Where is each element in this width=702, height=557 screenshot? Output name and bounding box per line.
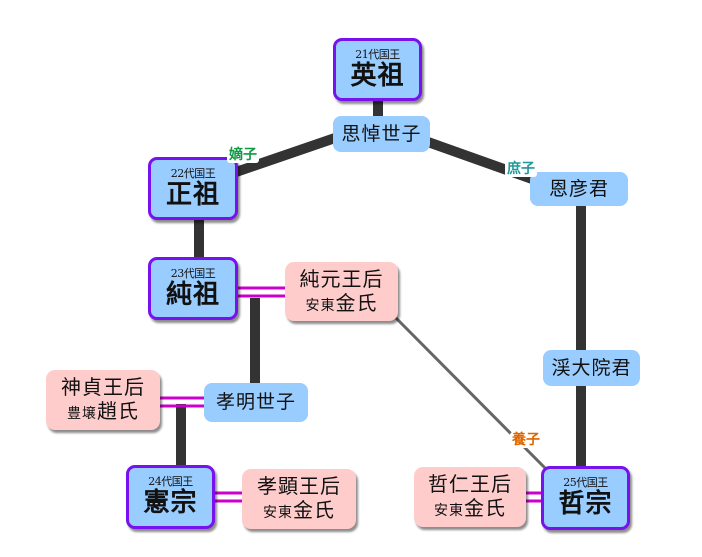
node-sado[interactable]: 思悼世子 bbox=[333, 116, 430, 152]
prince-name: 渓大院君 bbox=[551, 357, 632, 379]
marriage-line-heonjong-hyohyeon bbox=[214, 491, 243, 503]
edge-label-illegitimate: 庶子 bbox=[505, 161, 537, 177]
descent-line-sado-jeongjo bbox=[234, 133, 337, 177]
node-heonjong[interactable]: 24代国王 憲宗 bbox=[126, 465, 215, 529]
node-sunjo[interactable]: 23代国王 純祖 bbox=[148, 257, 238, 320]
queen-clan: 安東金氏 bbox=[285, 291, 398, 318]
edge-label-adopted: 養子 bbox=[510, 432, 542, 448]
prince-name: 恩彦君 bbox=[548, 178, 609, 200]
queen-clan: 安東金氏 bbox=[414, 496, 526, 523]
queen-clan: 安東金氏 bbox=[242, 498, 356, 525]
node-sunwon[interactable]: 純元王后 安東金氏 bbox=[285, 262, 398, 321]
prince-name: 孝明世子 bbox=[215, 391, 296, 413]
prince-name: 思悼世子 bbox=[341, 123, 422, 145]
edge-label-legitimate: 嫡子 bbox=[227, 147, 259, 163]
king-name: 哲宗 bbox=[558, 489, 613, 519]
node-hyohyeon[interactable]: 孝顕王后 安東金氏 bbox=[242, 469, 356, 529]
queen-title: 哲仁王后 bbox=[428, 472, 512, 496]
node-cheorin[interactable]: 哲仁王后 安東金氏 bbox=[414, 467, 526, 527]
clan-name: 金氏 bbox=[293, 498, 335, 522]
generation-label: 24代国王 bbox=[148, 475, 193, 488]
generation-label: 25代国王 bbox=[563, 476, 608, 489]
node-euneongun[interactable]: 恩彦君 bbox=[530, 172, 628, 206]
node-hyomyeong[interactable]: 孝明世子 bbox=[204, 383, 308, 422]
clan-origin: 安東 bbox=[434, 503, 464, 519]
generation-label: 22代国王 bbox=[170, 167, 216, 180]
king-name: 英祖 bbox=[350, 61, 405, 91]
clan-name: 趙氏 bbox=[97, 399, 139, 423]
node-jeondaewongun[interactable]: 渓大院君 bbox=[543, 350, 640, 386]
node-yeongjo[interactable]: 21代国王 英祖 bbox=[333, 38, 422, 101]
clan-origin: 安東 bbox=[305, 298, 336, 314]
node-cheoljong[interactable]: 25代国王 哲宗 bbox=[541, 466, 630, 530]
clan-name: 金氏 bbox=[464, 496, 506, 520]
queen-title: 神貞王后 bbox=[61, 375, 145, 399]
king-name: 正祖 bbox=[165, 180, 220, 210]
marriage-line-cheorin-cheoljong bbox=[525, 491, 543, 503]
queen-clan: 豊壌趙氏 bbox=[46, 399, 160, 426]
queen-title: 純元王后 bbox=[299, 267, 384, 291]
queen-title: 孝顕王后 bbox=[257, 474, 341, 498]
clan-origin: 豊壌 bbox=[67, 406, 97, 422]
marriage-line-sinjeong-hyomyeong bbox=[159, 396, 206, 408]
king-name: 憲宗 bbox=[143, 488, 198, 518]
generation-label: 21代国王 bbox=[355, 48, 400, 61]
marriage-line-sunjo-sunwon bbox=[237, 286, 287, 298]
clan-origin: 安東 bbox=[263, 505, 293, 521]
node-jeongjo[interactable]: 22代国王 正祖 bbox=[148, 157, 238, 220]
king-name: 純祖 bbox=[165, 280, 220, 310]
clan-name: 金氏 bbox=[335, 291, 378, 315]
node-sinjeong[interactable]: 神貞王后 豊壌趙氏 bbox=[46, 370, 160, 430]
generation-label: 23代国王 bbox=[170, 267, 216, 280]
